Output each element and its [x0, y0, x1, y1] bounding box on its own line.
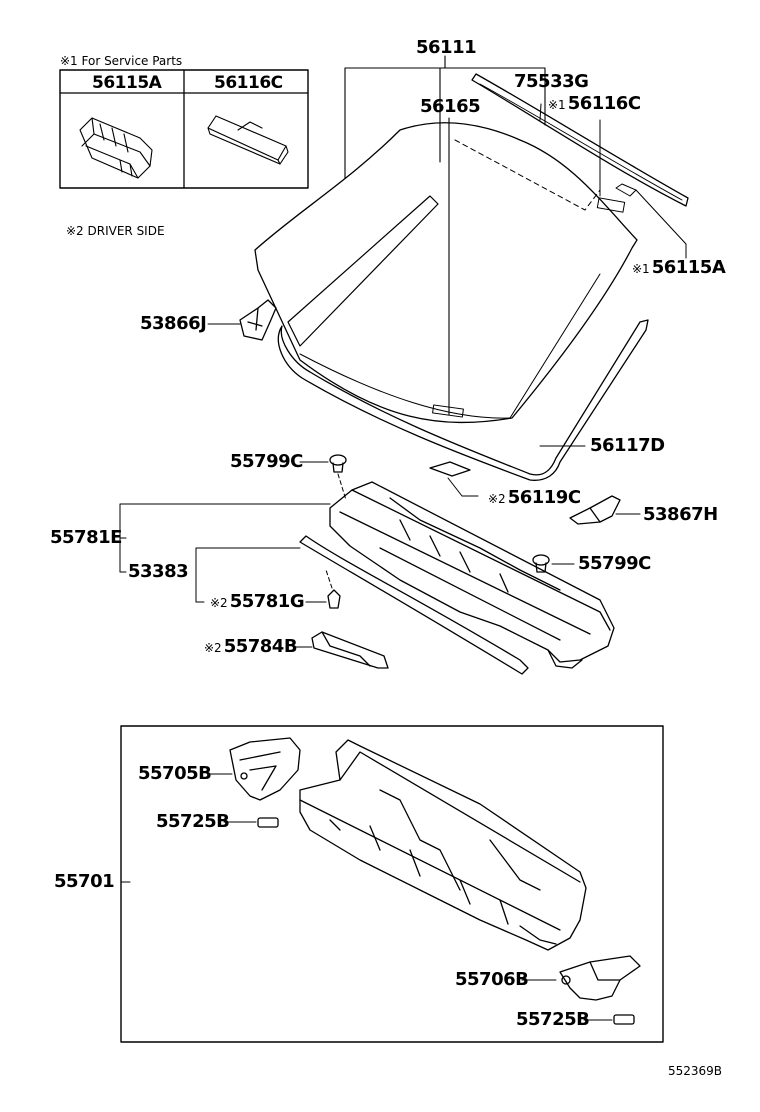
- label-55799C-left: 55799C: [230, 451, 303, 472]
- nut-55725B-lower: [613, 1014, 635, 1025]
- box-header-56115A: 56115A: [92, 73, 162, 93]
- bracket-55705B: [229, 737, 301, 801]
- service-parts-note: ※1 For Service Parts: [60, 54, 183, 68]
- label-55705B: 55705B: [138, 763, 212, 784]
- service-parts-box: [59, 69, 309, 189]
- bracket-55781G: [195, 571, 205, 603]
- label-53866J: 53866J: [140, 313, 207, 334]
- label-55706B: 55706B: [455, 969, 529, 990]
- label-55781E: 55781E: [50, 527, 122, 548]
- molding-75533G: [471, 73, 689, 207]
- seal-53383: [299, 535, 529, 675]
- clip-55781G: [327, 589, 341, 609]
- bracket-53383-link: [119, 537, 127, 573]
- bracket-53867H: [569, 495, 621, 525]
- label-55799C-right: 55799C: [578, 553, 651, 574]
- cowl-panel-55701: [299, 739, 587, 951]
- bracket-55784B: [311, 631, 389, 669]
- box-header-56116C: 56116C: [214, 73, 283, 93]
- label-56117D: 56117D: [590, 435, 665, 456]
- pad-56116C-illustration: [207, 115, 289, 165]
- bracket-53383: [195, 547, 301, 573]
- pad-56119C: [429, 461, 471, 477]
- label-53867H: 53867H: [643, 504, 718, 525]
- clip-55799C-left: [329, 454, 347, 473]
- driver-side-note: ※2 DRIVER SIDE: [66, 224, 165, 238]
- clip-56115A-small: [615, 183, 637, 197]
- label-55725B-lower: 55725B: [516, 1009, 590, 1030]
- diagram-code: 552369B: [668, 1064, 723, 1078]
- leader-56115A: [635, 189, 687, 259]
- leader-56119C: [447, 477, 479, 497]
- label-56111: 56111: [416, 37, 477, 58]
- leader-55781G-dash: [325, 569, 333, 589]
- label-75533G: 75533G: [514, 71, 589, 92]
- bracket-55781E: [119, 503, 331, 539]
- nut-55725B-upper: [257, 817, 279, 828]
- clip-56115A-illustration: [79, 117, 153, 179]
- label-55725B-upper: 55725B: [156, 811, 230, 832]
- label-55701: 55701: [54, 871, 115, 892]
- bracket-53866J: [239, 299, 277, 341]
- cowl-top-panel: [329, 481, 615, 669]
- cowl-panel-box: [120, 725, 664, 1043]
- windshield-callout: [344, 55, 546, 416]
- label-56165: 56165: [420, 96, 481, 117]
- leader-75533G: [539, 103, 542, 121]
- clip-56116C-small: [596, 197, 626, 213]
- bracket-55706B: [559, 955, 641, 1001]
- windshield-glass: [254, 122, 649, 481]
- label-53383: 53383: [128, 561, 189, 582]
